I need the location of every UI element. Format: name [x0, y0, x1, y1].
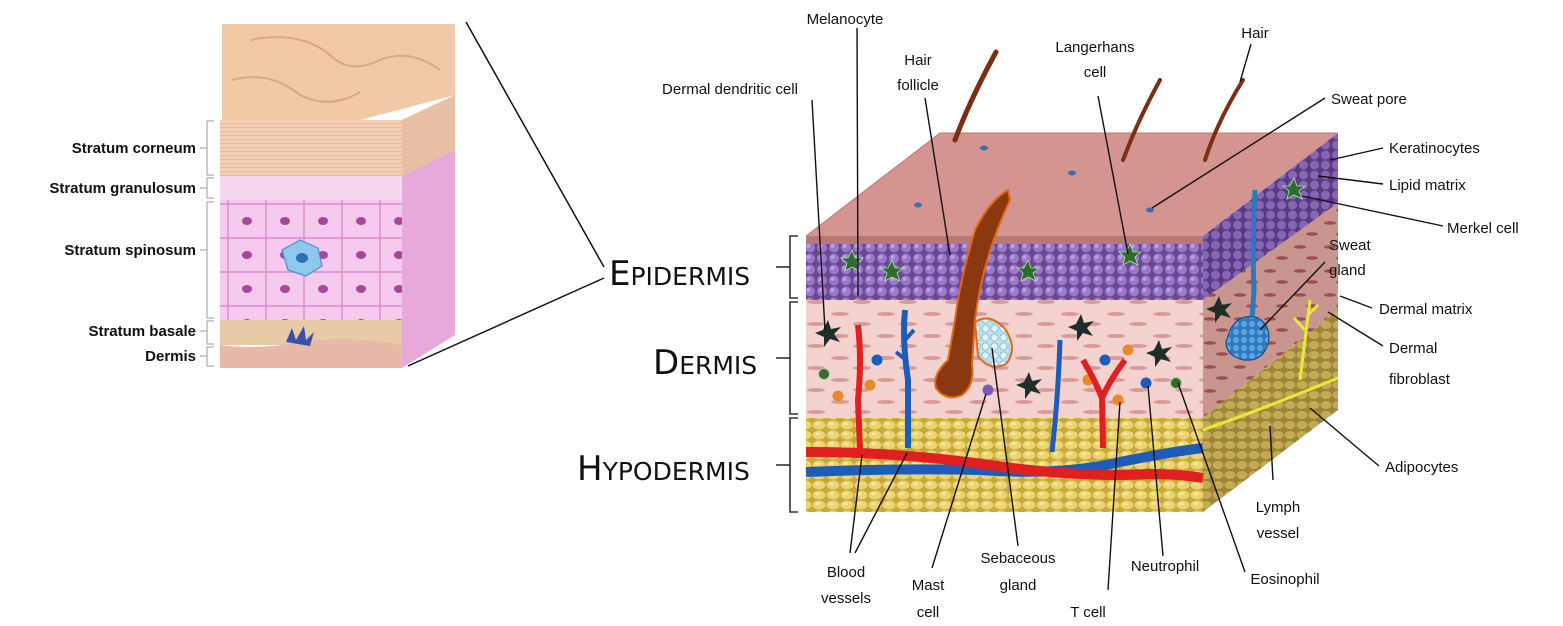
label-dermal-dendritic-cell: Dermal dendritic cell — [662, 81, 798, 98]
label-inset-dermis: Dermis — [145, 348, 196, 365]
label-lymph-vessel-1: Lymph — [1256, 499, 1300, 516]
label-mast-cell-1: Mast — [912, 577, 945, 594]
label-sweat-gland-2: gland — [1329, 262, 1366, 279]
label-mast-cell-2: cell — [917, 604, 940, 621]
label-stratum-corneum: Stratum corneum — [72, 140, 196, 157]
label-stratum-spinosum: Stratum spinosum — [64, 242, 196, 259]
label-lipid-matrix: Lipid matrix — [1389, 177, 1466, 194]
red-capillary-left — [858, 325, 860, 450]
label-dermal-fibroblast-1: Dermal — [1389, 340, 1437, 357]
layer-label-dermis: DERMIS — [653, 343, 757, 383]
label-blood-vessels-2: vessels — [821, 590, 871, 607]
label-sebaceous-gland-1: Sebaceous — [980, 550, 1055, 567]
inset-stratum-corneum — [220, 120, 402, 176]
layer-label-hypodermis: HYPODERMIS — [577, 449, 750, 489]
label-hair-follicle-1: Hair — [904, 52, 932, 69]
label-melanocyte: Melanocyte — [807, 11, 884, 28]
label-neutrophil: Neutrophil — [1131, 558, 1199, 575]
label-lymph-vessel-2: vessel — [1257, 525, 1300, 542]
label-sweat-gland-1: Sweat — [1329, 237, 1372, 254]
label-keratinocytes: Keratinocytes — [1389, 140, 1480, 157]
label-sweat-pore: Sweat pore — [1331, 91, 1407, 108]
label-langerhans-2: cell — [1084, 64, 1107, 81]
label-dermal-matrix: Dermal matrix — [1379, 301, 1473, 318]
inset-stratum-granulosum — [220, 176, 402, 200]
sweat-duct — [1252, 190, 1255, 320]
epidermis-front — [806, 244, 1203, 300]
label-merkel-cell: Merkel cell — [1447, 220, 1519, 237]
label-langerhans-1: Langerhans — [1055, 39, 1134, 56]
label-eosinophil: Eosinophil — [1250, 571, 1319, 588]
label-blood-vessels-1: Blood — [827, 564, 865, 581]
label-stratum-granulosum: Stratum granulosum — [49, 180, 196, 197]
layer-brackets — [776, 236, 798, 512]
label-adipocytes: Adipocytes — [1385, 459, 1458, 476]
skin-block — [806, 52, 1338, 512]
inset-brackets — [200, 121, 214, 366]
layer-label-epidermis: EPIDERMIS — [609, 254, 750, 294]
label-t-cell: T cell — [1070, 604, 1106, 621]
inset-epidermis-block — [220, 22, 604, 368]
label-sebaceous-gland-2: gland — [1000, 577, 1037, 594]
label-stratum-basale: Stratum basale — [88, 323, 196, 340]
label-hair-follicle-2: follicle — [897, 77, 939, 94]
inset-connector-top — [466, 22, 604, 267]
label-dermal-fibroblast-2: fibroblast — [1389, 371, 1451, 388]
hair-shaft-1 — [955, 52, 996, 140]
label-hair: Hair — [1241, 25, 1269, 42]
